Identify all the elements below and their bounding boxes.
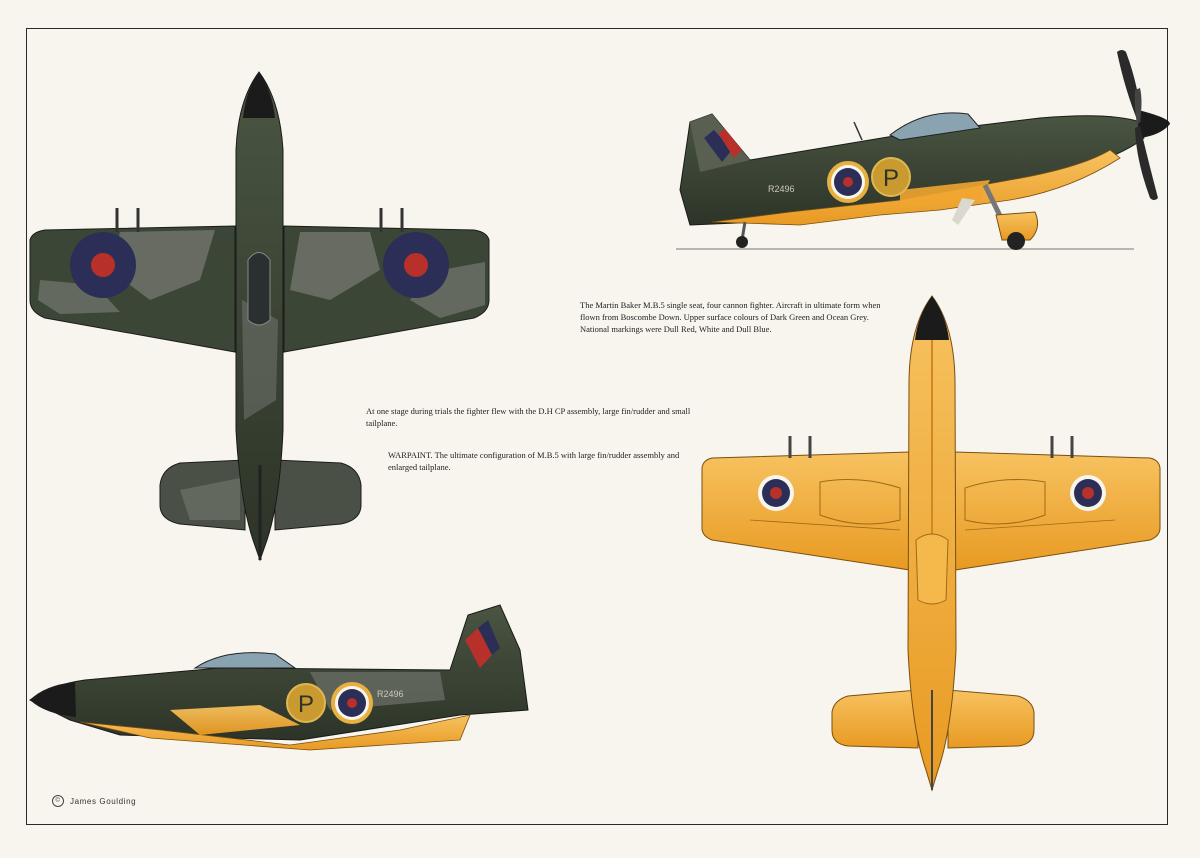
camo-side-view-left: P R2496 xyxy=(29,604,529,751)
code-letter-left: P xyxy=(298,691,314,718)
publisher-logo-icon: © xyxy=(52,795,64,807)
caption-main: The Martin Baker M.B.5 single seat, four… xyxy=(580,300,881,334)
camo-side-view-right: P R2496 xyxy=(676,50,1170,250)
illustration-frame xyxy=(26,28,1168,825)
artist-credit: © James Goulding xyxy=(52,795,136,807)
caption-early-stage: At one stage during trials the fighter f… xyxy=(366,406,691,428)
serial-left: R2496 xyxy=(377,689,404,699)
caption-warpaint: WARPAINT. The ultimate configuration of … xyxy=(388,450,680,472)
yellow-plan-view xyxy=(701,295,1161,792)
artist-name: James Goulding xyxy=(70,796,137,806)
serial-right: R2496 xyxy=(768,184,795,194)
camo-plan-view xyxy=(29,71,490,562)
code-letter-right: P xyxy=(883,165,899,192)
